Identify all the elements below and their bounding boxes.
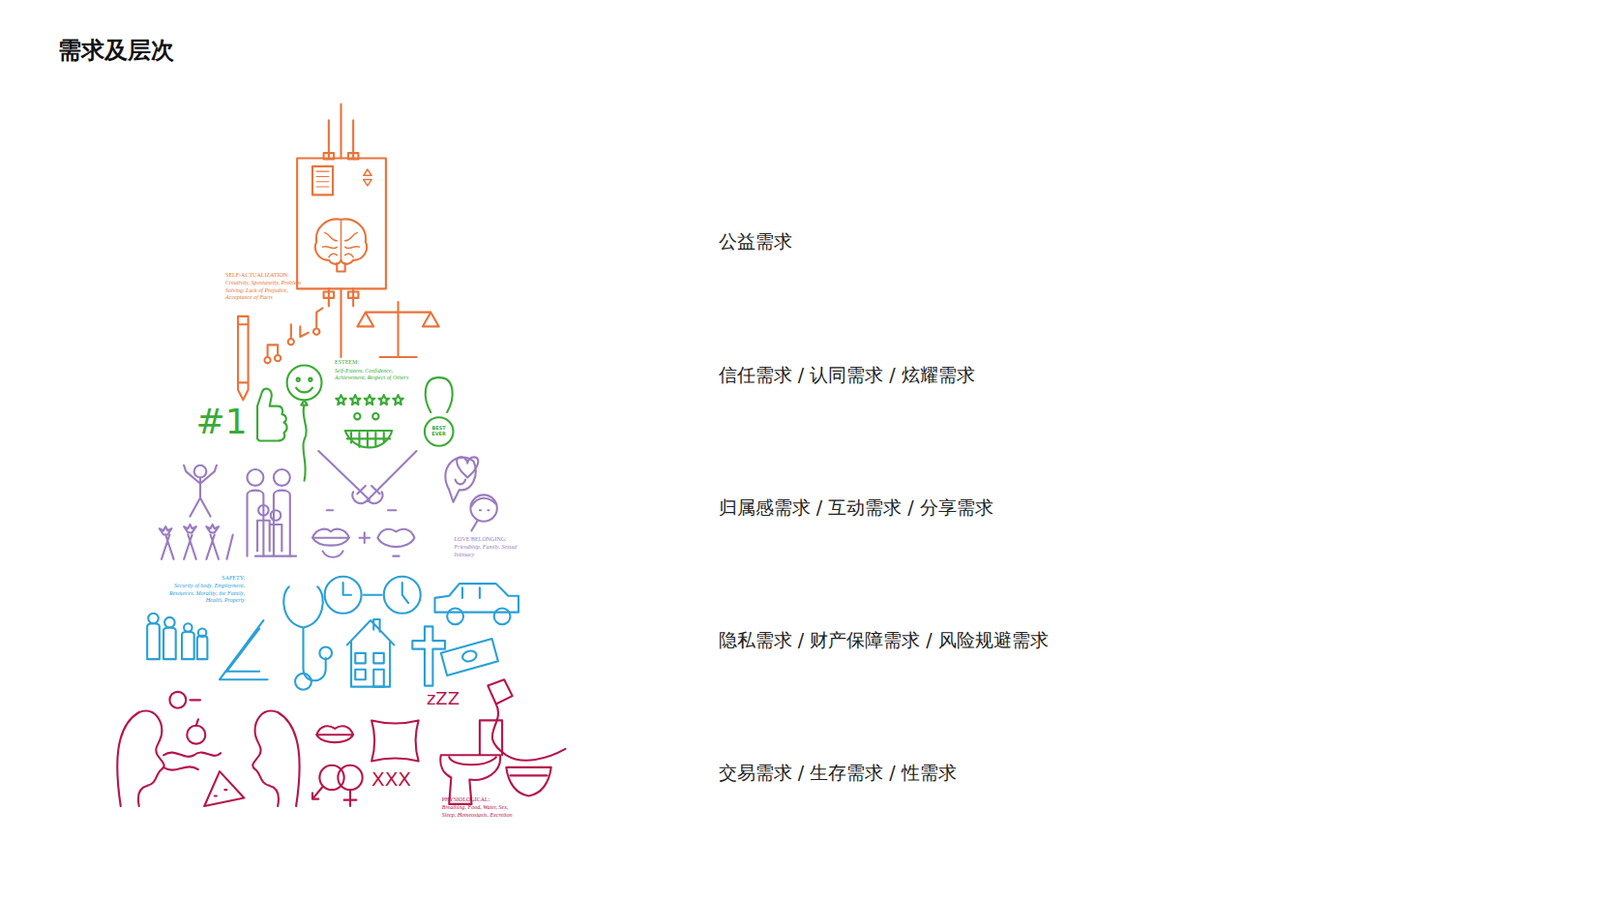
physiological-icons bbox=[117, 679, 565, 806]
level-description: Security of body, Employment, Resources,… bbox=[163, 582, 245, 605]
level-heading: ESTEEM: bbox=[334, 358, 421, 367]
need-level: 公益需求 bbox=[718, 230, 793, 254]
level-heading: LOVE/BELONGING: bbox=[453, 535, 522, 544]
esteem-icons bbox=[257, 364, 453, 480]
rank-mark: #1 bbox=[196, 404, 248, 440]
sleep-mark: zZZ bbox=[426, 689, 460, 708]
need-level: 信任需求 / 认同需求 / 炫耀需求 bbox=[718, 363, 976, 387]
page-title: 需求及层次 bbox=[58, 34, 175, 66]
love-belonging-icons bbox=[159, 450, 498, 560]
level-description: Breathing, Food, Water, Sex, Sleep, Home… bbox=[442, 803, 524, 819]
need-level: 隐私需求 / 财产保障需求 / 风险规避需求 bbox=[718, 628, 1049, 652]
need-level: 交易需求 / 生存需求 / 性需求 bbox=[718, 761, 957, 785]
safety-icons bbox=[147, 576, 519, 690]
level-heading: SAFETY: bbox=[163, 574, 245, 583]
self-actualization-icons bbox=[237, 104, 440, 401]
medal-text: BEST EVER bbox=[428, 424, 449, 438]
level-heading: PHYSIOLOGICAL: bbox=[442, 796, 524, 804]
level-description: Friendship, Family, Sexual Intimacy bbox=[453, 543, 522, 559]
level-description: Creativity, Spontaneity, Problem Solving… bbox=[225, 279, 305, 302]
level-heading: SELF-ACTUALIZATION: bbox=[225, 271, 305, 280]
need-level: 归属感需求 / 互动需求 / 分享需求 bbox=[718, 496, 994, 520]
xxx-mark: XXX bbox=[371, 769, 412, 789]
level-description: Self-Esteem, Confidence, Achievement, Re… bbox=[334, 367, 421, 383]
